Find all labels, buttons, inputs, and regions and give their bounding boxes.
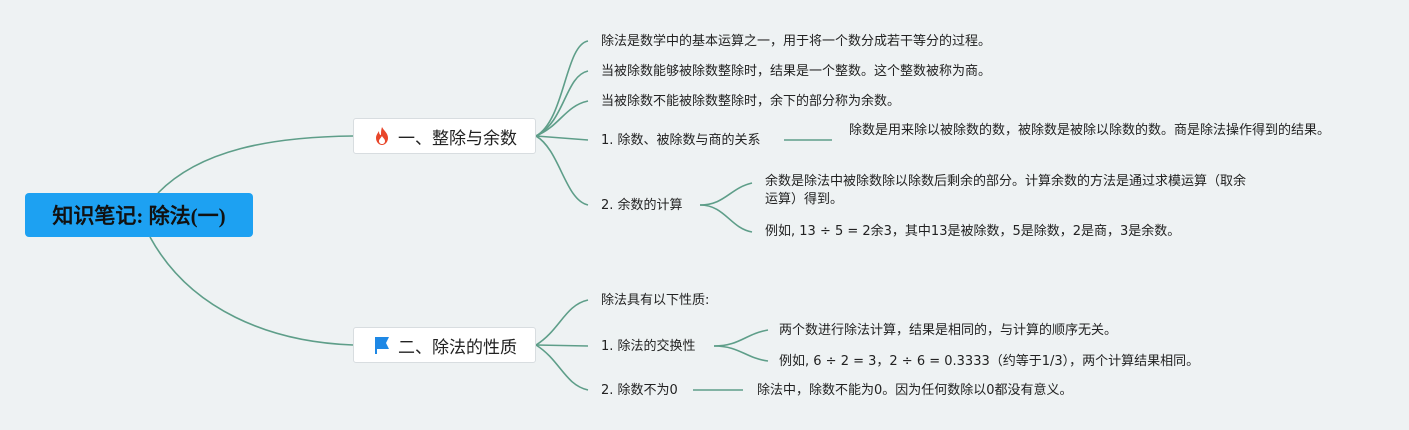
topic-section1[interactable]: 一、整除与余数 — [353, 118, 536, 154]
commutative-detail[interactable]: 两个数进行除法计算，结果是相同的，与计算的顺序无关。 — [779, 323, 1118, 338]
link-s1-fact1 — [535, 40, 589, 137]
link-remainder-d1 — [699, 182, 753, 206]
properties-intro[interactable]: 除法具有以下性质: — [601, 293, 710, 308]
commutative-label[interactable]: 1. 除法的交换性 — [601, 339, 696, 354]
link-commutative-d2 — [713, 345, 769, 362]
section1-title: 一、整除与余数 — [398, 128, 517, 149]
root-topic[interactable]: 知识笔记: 除法(一) — [25, 193, 253, 237]
section2-title: 二、除法的性质 — [398, 337, 517, 358]
nonzero-label[interactable]: 2. 除数不为0 — [601, 383, 678, 398]
link-s1-relation — [535, 135, 589, 141]
topic-section2[interactable]: 二、除法的性质 — [353, 327, 536, 363]
link-s2-nonzero — [535, 344, 589, 391]
link-s1-fact2 — [535, 70, 589, 137]
relation-label[interactable]: 1. 除数、被除数与商的关系 — [601, 133, 761, 148]
link-s1-fact3 — [535, 100, 589, 137]
fact-item[interactable]: 当被除数能够被除数整除时，结果是一个整数。这个整数被称为商。 — [601, 64, 992, 79]
link-commutative-d1 — [713, 329, 769, 347]
link-s2-commutative — [535, 344, 589, 347]
commutative-example[interactable]: 例如, 6 ÷ 2 = 3，2 ÷ 6 = 0.3333（约等于1/3），两个计… — [779, 354, 1200, 369]
flag-icon — [372, 335, 392, 355]
remainder-label[interactable]: 2. 余数的计算 — [601, 198, 683, 213]
link-s1-remainder — [535, 135, 589, 206]
fact-item[interactable]: 当被除数不能被除数整除时，余下的部分称为余数。 — [601, 94, 901, 109]
fire-icon — [372, 126, 392, 146]
remainder-detail[interactable]: 余数是除法中被除数除以除数后剩余的部分。计算余数的方法是通过求模运算（取余运算）… — [765, 174, 1247, 207]
relation-detail[interactable]: 除数是用来除以被除数的数，被除数是被除以除数的数。商是除法操作得到的结果。 — [849, 123, 1331, 138]
link-root-section1 — [157, 135, 354, 194]
link-root-section2 — [149, 236, 354, 346]
fact-item[interactable]: 除法是数学中的基本运算之一，用于将一个数分成若干等分的过程。 — [601, 34, 992, 49]
remainder-example[interactable]: 例如, 13 ÷ 5 = 2余3，其中13是被除数，5是除数，2是商，3是余数。 — [765, 224, 1181, 239]
nonzero-detail[interactable]: 除法中，除数不能为0。因为任何数除以0都没有意义。 — [757, 383, 1073, 398]
root-title: 知识笔记: 除法(一) — [52, 204, 226, 228]
link-remainder-d2 — [699, 204, 753, 233]
link-s2-intro — [535, 299, 589, 346]
